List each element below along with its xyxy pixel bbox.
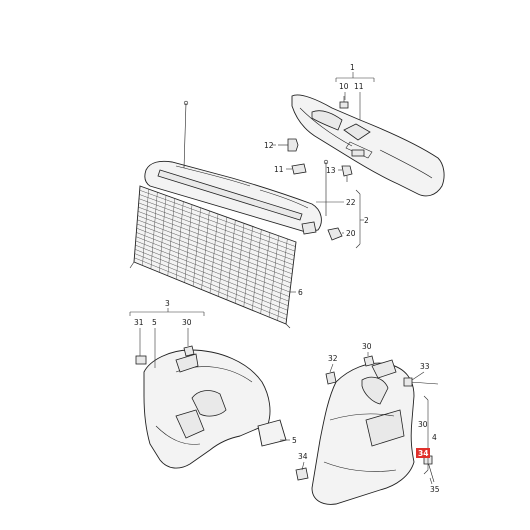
callout-30-right[interactable]: 30 xyxy=(362,342,372,351)
callout-32[interactable]: 32 xyxy=(328,354,338,363)
clip-part-34[interactable] xyxy=(295,467,309,481)
callout-13[interactable]: 13 xyxy=(326,166,336,175)
callout-11[interactable]: 11 xyxy=(354,82,364,91)
callout-31[interactable]: 31 xyxy=(134,318,144,327)
clip-part-11[interactable] xyxy=(291,163,307,175)
bracket-part-22[interactable] xyxy=(301,221,317,235)
wheel-housing-trim-part-3[interactable] xyxy=(143,349,271,469)
callout-11b[interactable]: 11 xyxy=(274,165,284,174)
net-mesh-line xyxy=(134,257,287,320)
callout-34[interactable]: 34 xyxy=(298,452,308,461)
callout-10[interactable]: 10 xyxy=(339,82,349,91)
clip-part-13[interactable] xyxy=(341,165,353,182)
bracket-part-20[interactable] xyxy=(327,227,343,241)
highlighted-callout-34[interactable]: 34 xyxy=(416,448,430,458)
luggage-shelf-part-2[interactable] xyxy=(144,160,322,233)
screw-part-12[interactable] xyxy=(278,138,299,152)
svg-text:34: 34 xyxy=(418,449,428,458)
callout-1[interactable]: 1 xyxy=(350,63,355,72)
callout-labels: 1 10 11 12 11 13 22 2 20 6 3 31 5 30 5 3… xyxy=(134,63,440,494)
clip-part-31[interactable] xyxy=(135,355,147,365)
clip-part-30-right[interactable] xyxy=(363,355,375,367)
callout-35[interactable]: 35 xyxy=(430,485,440,494)
cargo-net-part-6[interactable] xyxy=(129,185,297,329)
callout-2[interactable]: 2 xyxy=(364,216,369,225)
callout-4[interactable]: 4 xyxy=(432,433,437,442)
callout-30-lower[interactable]: 30 xyxy=(418,420,428,429)
wheel-housing-trim-part-4[interactable] xyxy=(311,359,415,505)
callout-33[interactable]: 33 xyxy=(420,362,430,371)
leader-lines xyxy=(129,72,433,485)
clip-part-32[interactable] xyxy=(325,371,337,385)
net-mesh-line xyxy=(134,253,288,316)
callout-30-left[interactable]: 30 xyxy=(182,318,192,327)
callout-12[interactable]: 12 xyxy=(264,141,274,150)
retaining-cord xyxy=(183,102,187,169)
clip-part-30-left[interactable] xyxy=(183,345,195,357)
callout-5b[interactable]: 5 xyxy=(292,436,297,445)
callout-22[interactable]: 22 xyxy=(346,198,356,207)
callout-6[interactable]: 6 xyxy=(298,288,303,297)
net-mesh-line xyxy=(277,238,288,321)
net-mesh-line xyxy=(260,232,271,314)
callout-20[interactable]: 20 xyxy=(346,229,356,238)
screw-part-33[interactable] xyxy=(403,377,439,387)
callout-3[interactable]: 3 xyxy=(165,299,170,308)
side-trim-panel-part-1[interactable] xyxy=(291,94,445,197)
callout-5[interactable]: 5 xyxy=(152,318,157,327)
net-mesh-line xyxy=(268,235,279,318)
clip-part-10[interactable] xyxy=(339,96,349,109)
screw-part-35[interactable] xyxy=(423,455,435,483)
